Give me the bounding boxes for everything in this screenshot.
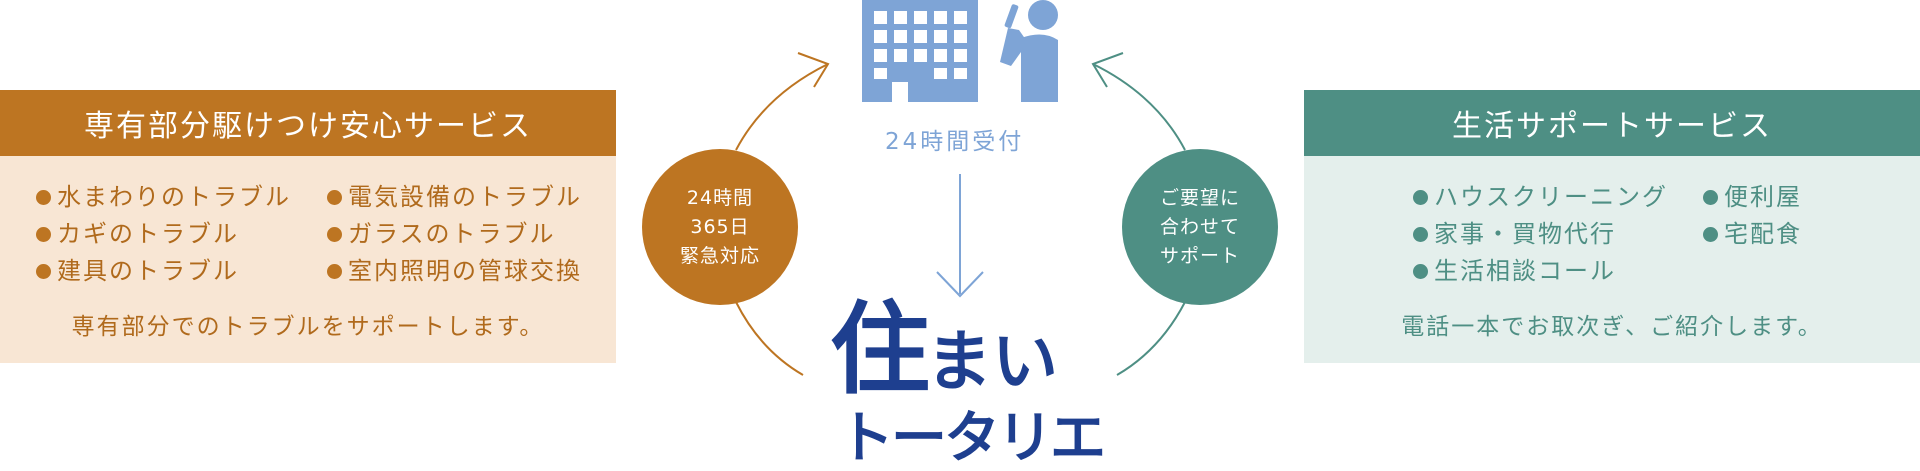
list-item: ガラスのトラブル [327, 216, 582, 253]
list-item: 便利屋 [1703, 179, 1802, 216]
bullet-icon [1413, 190, 1428, 205]
arrow-down-icon [936, 174, 984, 298]
life-support-list-col2: 便利屋 宅配食 [1703, 179, 1802, 253]
emergency-circle-line: 365日 [690, 215, 750, 238]
brand-logo-kana: まい [926, 323, 1058, 400]
emergency-circle: 24時間 365日 緊急対応 [642, 149, 798, 305]
support-circle-line: 合わせて [1159, 215, 1240, 238]
support-circle-line: サポート [1159, 244, 1240, 267]
brand-logo-line2: トータリエ [838, 406, 1106, 471]
brand-logo-line1: 住まい [830, 300, 1058, 412]
life-support-body: ハウスクリーニング 家事・買物代行 生活相談コール 便利屋 宅配食 電話一本でお… [1304, 156, 1920, 363]
list-item: 生活相談コール [1413, 253, 1668, 290]
list-item: 宅配食 [1703, 216, 1802, 253]
arc-top-right [1092, 63, 1186, 151]
list-item: 水まわりのトラブル [36, 179, 291, 216]
arrowhead-top-right [1091, 52, 1124, 88]
bullet-icon [1413, 227, 1428, 242]
person-with-phone-icon [1000, 0, 1058, 102]
arc-top-left [735, 63, 829, 151]
bullet-icon [327, 227, 342, 242]
emergency-service-note: 専有部分でのトラブルをサポートします。 [71, 314, 545, 340]
list-item: 建具のトラブル [36, 253, 291, 290]
bullet-icon [1703, 190, 1718, 205]
list-item: カギのトラブル [36, 216, 291, 253]
list-item: ハウスクリーニング [1413, 179, 1668, 216]
bullet-icon [327, 190, 342, 205]
bullet-icon [36, 227, 51, 242]
emergency-list-col2: 電気設備のトラブル ガラスのトラブル 室内照明の管球交換 [327, 179, 582, 290]
life-support-list-col1: ハウスクリーニング 家事・買物代行 生活相談コール [1413, 179, 1668, 290]
arc-bottom-left [735, 301, 804, 376]
brand-logo-kanji: 住 [830, 291, 930, 408]
bullet-icon [1703, 227, 1718, 242]
life-support-title: 生活サポートサービス [1304, 90, 1920, 156]
life-support-note: 電話一本でお取次ぎ、ご紹介します。 [1401, 314, 1823, 340]
support-circle-line: ご要望に [1159, 186, 1240, 209]
bullet-icon [1413, 264, 1428, 279]
emergency-service-panel: 専有部分駆けつけ安心サービス 水まわりのトラブル カギのトラブル 建具のトラブル… [0, 90, 616, 363]
list-item: 家事・買物代行 [1413, 216, 1668, 253]
bullet-icon [36, 264, 51, 279]
list-item: 電気設備のトラブル [327, 179, 582, 216]
bullet-icon [327, 264, 342, 279]
reception-label: 24時間受付 [885, 129, 1025, 155]
emergency-service-title: 専有部分駆けつけ安心サービス [0, 90, 616, 156]
arc-bottom-right [1116, 301, 1186, 376]
life-support-panel: 生活サポートサービス ハウスクリーニング 家事・買物代行 生活相談コール 便利屋… [1304, 90, 1920, 363]
emergency-service-body: 水まわりのトラブル カギのトラブル 建具のトラブル 電気設備のトラブル ガラスの… [0, 156, 616, 363]
emergency-circle-line: 緊急対応 [679, 244, 760, 267]
emergency-circle-line: 24時間 [686, 186, 754, 209]
arrowhead-top-left [797, 52, 830, 88]
support-circle: ご要望に 合わせて サポート [1122, 149, 1278, 305]
office-building-icon [862, 0, 978, 102]
emergency-list-col1: 水まわりのトラブル カギのトラブル 建具のトラブル [36, 179, 291, 290]
bullet-icon [36, 190, 51, 205]
list-item: 室内照明の管球交換 [327, 253, 582, 290]
